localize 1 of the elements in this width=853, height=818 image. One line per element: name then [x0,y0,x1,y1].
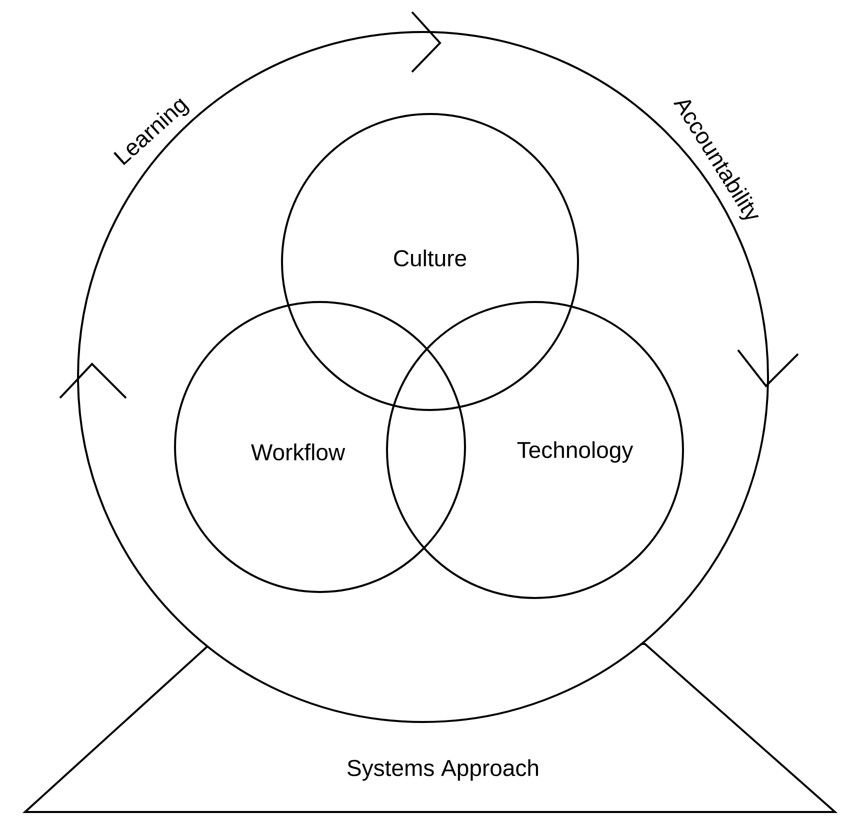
cycle-circle [77,30,769,723]
